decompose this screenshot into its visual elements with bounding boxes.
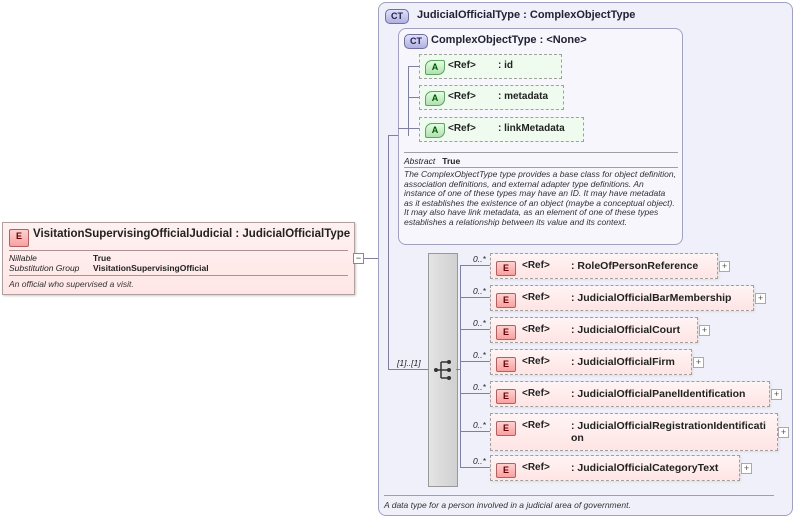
connector-line: [398, 128, 420, 129]
inner-type-documentation: The ComplexObjectType type provides a ba…: [404, 169, 676, 227]
element-ref: <Ref>: [522, 292, 550, 303]
element-name: : JudicialOfficialRegistrationIdentifica…: [571, 420, 766, 444]
expand-icon[interactable]: +: [693, 357, 704, 368]
divider: [384, 495, 774, 496]
element-ref: <Ref>: [522, 356, 550, 367]
sequence-cardinality: [1]..[1]: [397, 358, 421, 368]
attribute-link-metadata[interactable]: A <Ref> : linkMetadata: [419, 117, 584, 142]
prop-value-nillable: True: [93, 253, 111, 263]
element-cardinality: 0..*: [473, 318, 486, 328]
element-cardinality: 0..*: [473, 420, 486, 430]
attribute-badge: A: [425, 91, 445, 106]
sequence-icon: [434, 360, 451, 380]
element-badge: E: [496, 389, 516, 404]
element-badge: E: [496, 261, 516, 276]
divider: [9, 275, 348, 276]
element-name: : JudicialOfficialBarMembership: [571, 292, 732, 304]
collapse-icon[interactable]: −: [353, 253, 364, 264]
expand-icon[interactable]: +: [771, 389, 782, 400]
element-judicial-official-bar-membership[interactable]: E <Ref> : JudicialOfficialBarMembership: [490, 285, 754, 311]
element-name: : JudicialOfficialFirm: [571, 356, 675, 368]
element-judicial-official-panel-identification[interactable]: E <Ref> : JudicialOfficialPanelIdentific…: [490, 381, 770, 407]
element-ref: <Ref>: [522, 324, 550, 335]
element-role-of-person-reference[interactable]: E <Ref> : RoleOfPersonReference: [490, 253, 718, 279]
attribute-metadata[interactable]: A <Ref> : metadata: [419, 85, 564, 110]
expand-icon[interactable]: +: [755, 293, 766, 304]
element-name: : JudicialOfficialCourt: [571, 324, 681, 336]
attribute-ref: <Ref>: [448, 123, 476, 134]
divider: [9, 250, 348, 251]
connector-line: [388, 135, 398, 136]
prop-key-substitution-group: Substitution Group: [9, 263, 80, 273]
element-ref: <Ref>: [522, 260, 550, 271]
connector-line: [408, 66, 420, 67]
connector-line: [460, 361, 490, 362]
outer-type-title: JudicialOfficialType : ComplexObjectType: [417, 9, 636, 21]
expand-icon[interactable]: +: [699, 325, 710, 336]
sequence-compositor[interactable]: [428, 253, 458, 487]
element-badge: E: [496, 325, 516, 340]
divider: [404, 167, 678, 168]
root-element-box[interactable]: E VisitationSupervisingOfficialJudicial …: [2, 222, 355, 295]
connector-line: [460, 431, 490, 432]
element-cardinality: 0..*: [473, 382, 486, 392]
element-badge: E: [496, 463, 516, 478]
connector-line: [388, 135, 389, 370]
connector-line: [460, 297, 490, 298]
complex-type-badge: CT: [404, 34, 428, 49]
prop-value-substitution-group: VisitationSupervisingOfficial: [93, 263, 209, 273]
connector-line: [408, 66, 409, 136]
element-ref: <Ref>: [522, 462, 550, 473]
element-badge: E: [496, 421, 516, 436]
element-name: : RoleOfPersonReference: [571, 260, 699, 272]
attribute-ref: <Ref>: [448, 60, 476, 71]
element-cardinality: 0..*: [473, 456, 486, 466]
inner-type-title: ComplexObjectType : <None>: [431, 34, 587, 46]
element-judicial-official-category-text[interactable]: E <Ref> : JudicialOfficialCategoryText: [490, 455, 740, 481]
connector-line: [388, 369, 428, 370]
attribute-badge: A: [425, 123, 445, 138]
attribute-name: : metadata: [498, 91, 549, 102]
element-cardinality: 0..*: [473, 254, 486, 264]
connector-line: [460, 393, 490, 394]
element-judicial-official-registration-identification[interactable]: E <Ref> : JudicialOfficialRegistrationId…: [490, 413, 778, 451]
attribute-id[interactable]: A <Ref> : id: [419, 54, 562, 79]
connector-line: [460, 265, 490, 266]
element-name: : JudicialOfficialPanelIdentification: [571, 388, 746, 400]
expand-icon[interactable]: +: [778, 427, 789, 438]
attribute-badge: A: [425, 60, 445, 75]
expand-icon[interactable]: +: [719, 261, 730, 272]
connector-line: [460, 265, 461, 467]
prop-key-nillable: Nillable: [9, 253, 37, 263]
attribute-name: : linkMetadata: [498, 123, 565, 134]
element-badge: E: [496, 357, 516, 372]
element-judicial-official-court[interactable]: E <Ref> : JudicialOfficialCourt: [490, 317, 698, 343]
element-cardinality: 0..*: [473, 350, 486, 360]
outer-type-description: A data type for a person involved in a j…: [384, 500, 631, 510]
connector-line: [460, 329, 490, 330]
root-element-title: VisitationSupervisingOfficialJudicial : …: [33, 228, 351, 240]
root-element-description: An official who supervised a visit.: [9, 279, 134, 289]
divider: [404, 152, 678, 153]
element-badge: E: [9, 229, 29, 247]
element-cardinality: 0..*: [473, 286, 486, 296]
abstract-property: Abstract True: [404, 156, 460, 166]
abstract-value: True: [442, 156, 461, 166]
connector-line: [408, 97, 420, 98]
connector-line: [460, 467, 490, 468]
connector-line: [456, 369, 460, 370]
expand-icon[interactable]: +: [741, 463, 752, 474]
complex-type-badge: CT: [385, 9, 409, 24]
attribute-name: : id: [498, 60, 513, 71]
element-badge: E: [496, 293, 516, 308]
element-name: : JudicialOfficialCategoryText: [571, 462, 719, 474]
element-ref: <Ref>: [522, 388, 550, 399]
abstract-label: Abstract: [404, 156, 436, 166]
element-ref: <Ref>: [522, 420, 550, 431]
element-judicial-official-firm[interactable]: E <Ref> : JudicialOfficialFirm: [490, 349, 692, 375]
connector-line: [364, 258, 388, 259]
attribute-ref: <Ref>: [448, 91, 476, 102]
